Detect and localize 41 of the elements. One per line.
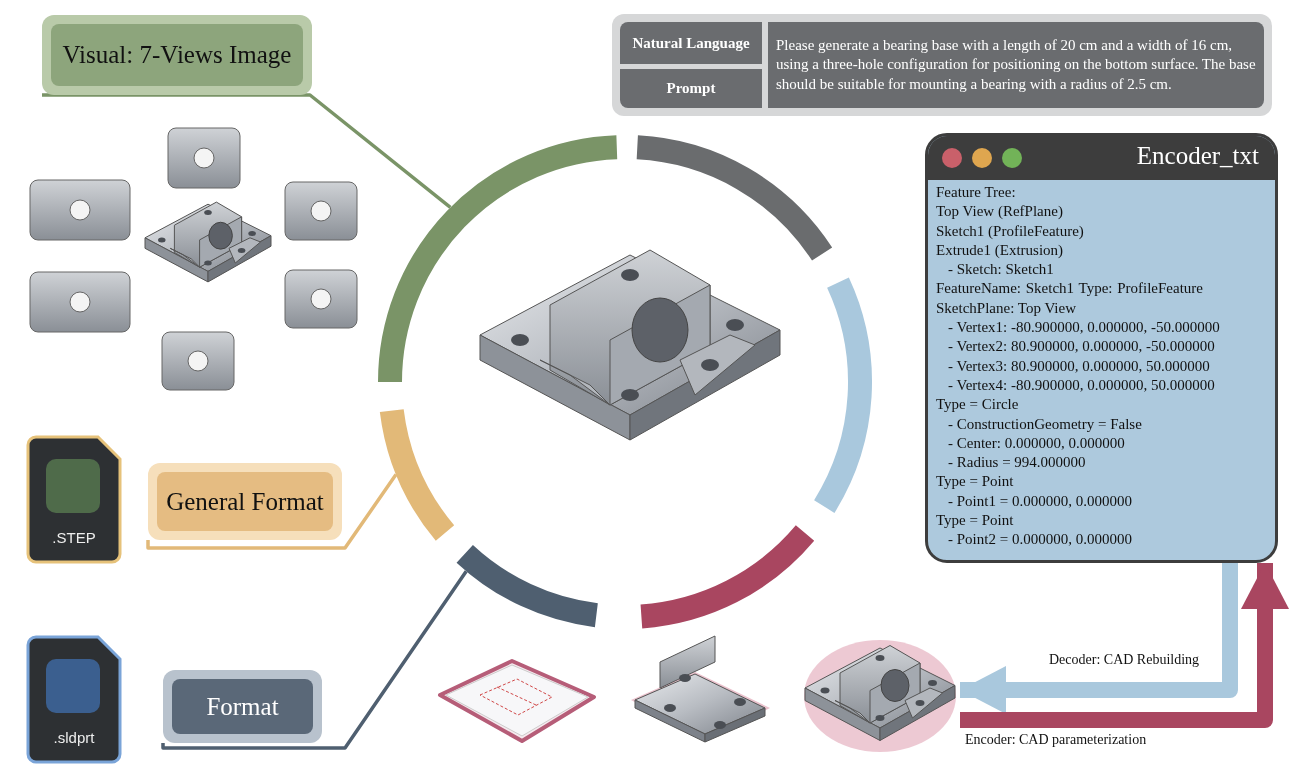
code-line: - Point2 = 0.000000, 0.000000 xyxy=(947,530,1132,550)
code-line: Type = Circle xyxy=(936,395,1019,415)
label-frame xyxy=(163,670,322,743)
code-line: - ConstructionGeometry = False xyxy=(947,414,1142,434)
code-line: - Vertex1: -80.900000, 0.000000, -50.000000 xyxy=(947,318,1220,338)
leader-line xyxy=(161,570,468,750)
code-line: FeatureName: Sketch1 Type: ProfileFeature xyxy=(936,279,1203,299)
flow-arrow xyxy=(960,563,1289,728)
label-frame xyxy=(148,463,342,540)
format-label: Format xyxy=(172,679,313,734)
code-line: SketchPlane: Top View xyxy=(936,298,1076,318)
label-frame xyxy=(42,15,312,95)
table-header-cell: Prompt xyxy=(620,69,762,108)
code-line: Extrude1 (Extrusion) xyxy=(936,240,1064,260)
code-line: Feature Tree: xyxy=(936,183,1016,202)
format-label: Visual: 7-Views Image xyxy=(51,24,303,86)
file-extension-label: .sldprt xyxy=(52,729,96,746)
format-label: General Format xyxy=(157,472,333,531)
prompt-text-cell: Please generate a bearing base with a length of 20 cm and a width of 16 cm, using a three-hole configuration for positioning on the bottom surface. The base should be suitable for mounting a bearing with a radius of 2.5 cm. xyxy=(768,22,1264,108)
code-line: - Vertex2: 80.900000, 0.000000, -50.000000 xyxy=(947,337,1215,357)
code-line: Type = Point xyxy=(936,472,1014,492)
code-line: - Vertex3: 80.900000, 0.000000, 50.000000 xyxy=(947,356,1210,376)
prompt-panel xyxy=(612,14,1272,116)
code-line: - Sketch: Sketch1 xyxy=(947,260,1054,280)
text-window xyxy=(925,133,1278,563)
code-line: - Radius = 994.000000 xyxy=(947,453,1086,473)
code-line: Type = Point xyxy=(936,511,1014,531)
leader-line xyxy=(42,93,452,209)
ring-arc xyxy=(457,544,599,628)
file-extension-label: .STEP xyxy=(51,529,97,546)
code-line: Sketch1 (ProfileFeature) xyxy=(936,221,1084,241)
leader-line xyxy=(146,473,398,550)
ring-arc xyxy=(378,135,618,383)
code-line: - Vertex4: -80.900000, 0.000000, 50.000000 xyxy=(947,375,1215,395)
code-line: - Center: 0.000000, 0.000000 xyxy=(947,433,1125,453)
table-header-cell: Natural Language xyxy=(620,22,762,64)
code-line: - Point1 = 0.000000, 0.000000 xyxy=(947,491,1132,511)
code-line: Top View (RefPlane) xyxy=(936,202,1063,222)
flow-arrow xyxy=(960,563,1238,714)
window-title: Encoder_txt xyxy=(1136,142,1259,170)
ring-arc xyxy=(379,408,455,541)
